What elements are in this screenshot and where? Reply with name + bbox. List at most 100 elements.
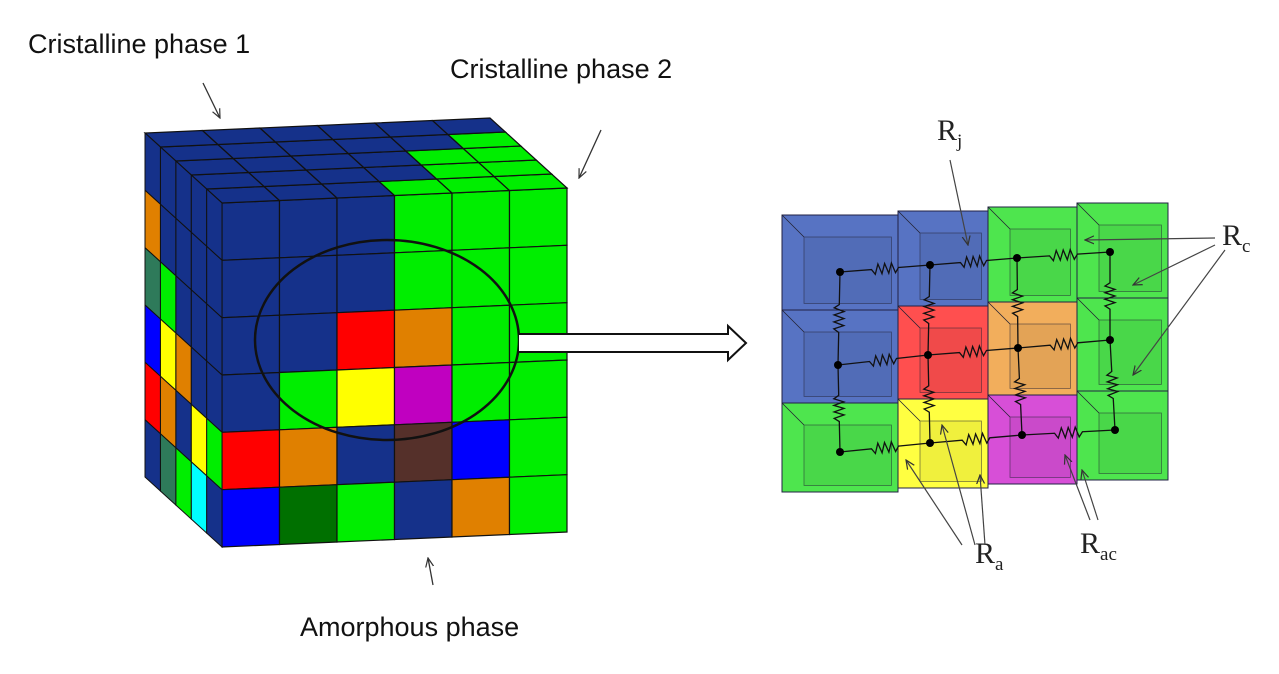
label-rac: Rac xyxy=(1080,527,1117,565)
resistor xyxy=(837,352,929,368)
arrow-phase-2 xyxy=(579,129,602,178)
front-cell xyxy=(221,314,281,376)
cell-edge xyxy=(897,398,921,422)
network-node xyxy=(1106,336,1114,344)
front-cell xyxy=(393,249,453,311)
front-cell xyxy=(278,312,338,374)
front-cell xyxy=(508,244,568,306)
front-cell xyxy=(508,474,568,536)
front-cell xyxy=(221,429,281,491)
resistor xyxy=(929,431,1023,447)
front-cell xyxy=(508,416,568,478)
pointer-arrow xyxy=(942,425,976,546)
front-cell xyxy=(278,426,338,488)
resistor xyxy=(921,264,937,356)
network-node xyxy=(1106,248,1114,256)
front-cell xyxy=(278,254,338,316)
top-cell xyxy=(431,117,507,136)
front-cell xyxy=(336,309,396,371)
network-cell-back xyxy=(803,424,892,486)
label-cristalline-phase-1: Cristalline phase 1 xyxy=(28,29,250,59)
resistor xyxy=(1010,257,1025,349)
cell-edge xyxy=(781,309,805,333)
cell-edge xyxy=(897,210,921,234)
resistor xyxy=(1017,336,1111,352)
front-cell xyxy=(221,199,281,261)
network-cell-back xyxy=(919,327,982,393)
resistor xyxy=(1102,252,1118,340)
front-cell xyxy=(451,189,511,251)
network-node xyxy=(1111,426,1119,434)
resistor xyxy=(1021,425,1116,440)
arrow-phase-1 xyxy=(202,82,220,118)
network-node xyxy=(836,448,844,456)
resistor xyxy=(927,343,1019,359)
resistor-pointer-arrows xyxy=(906,159,1226,546)
front-cell xyxy=(393,364,453,426)
cell-edge xyxy=(1076,297,1100,321)
cell-edge xyxy=(987,301,1011,325)
pointer-arrow xyxy=(949,159,968,245)
network-node xyxy=(926,261,934,269)
front-cell xyxy=(336,366,396,428)
network-node xyxy=(834,361,842,369)
network-cell-back xyxy=(1009,228,1071,296)
front-cell xyxy=(336,481,396,543)
resistor xyxy=(839,260,931,276)
front-cell xyxy=(508,187,568,249)
pointer-arrow xyxy=(980,475,986,546)
front-cell xyxy=(278,197,338,259)
front-cell xyxy=(508,359,568,421)
pointer-arrow xyxy=(1133,244,1216,285)
front-cell xyxy=(221,257,281,319)
cell-edge xyxy=(987,394,1011,418)
front-cell xyxy=(393,307,453,369)
pointer-arrow xyxy=(906,460,963,546)
label-cristalline-phase-2: Cristalline phase 2 xyxy=(450,54,672,84)
front-cell xyxy=(451,304,511,366)
cube-structure xyxy=(143,117,569,549)
label-ra: Ra xyxy=(975,537,1004,575)
pointer-arrow xyxy=(1085,238,1216,240)
pointer-arrow xyxy=(1082,470,1099,521)
network-node xyxy=(836,268,844,276)
network-cell xyxy=(781,309,899,404)
resistor xyxy=(839,439,931,455)
network-cell-back xyxy=(1098,412,1162,474)
front-cell xyxy=(336,252,396,314)
resistor xyxy=(1016,247,1111,263)
front-cell xyxy=(451,476,511,538)
label-rj: Rj xyxy=(937,114,962,152)
front-cell xyxy=(221,486,281,548)
resistor xyxy=(831,271,847,366)
network-node xyxy=(1014,344,1022,352)
resistor-network-model xyxy=(781,202,1169,493)
cell-edge xyxy=(781,214,805,238)
resistor xyxy=(1012,347,1028,436)
network-cell-back xyxy=(1098,224,1162,292)
resistor xyxy=(921,354,937,444)
cell-edge xyxy=(1076,390,1100,414)
cell-edge xyxy=(987,206,1011,230)
resistor xyxy=(1105,339,1120,431)
front-cell xyxy=(451,419,511,481)
cell-edge xyxy=(781,402,805,426)
resistor xyxy=(831,364,847,453)
network-cell-back xyxy=(1009,323,1071,389)
network-cell-back xyxy=(803,236,892,304)
network-cell-back xyxy=(1009,416,1071,478)
arrow-amorphous xyxy=(428,558,433,586)
front-cell xyxy=(393,479,453,541)
cell-edge xyxy=(1076,202,1100,226)
network-cell xyxy=(987,301,1078,396)
front-cell xyxy=(278,484,338,546)
resistor xyxy=(929,253,1018,269)
magnify-arrow xyxy=(519,323,748,363)
label-rc: Rc xyxy=(1222,219,1250,257)
label-amorphous-phase: Amorphous phase xyxy=(300,612,519,642)
pointer-arrow xyxy=(1133,249,1226,375)
front-cell xyxy=(221,371,281,433)
cell-edge xyxy=(897,305,921,329)
